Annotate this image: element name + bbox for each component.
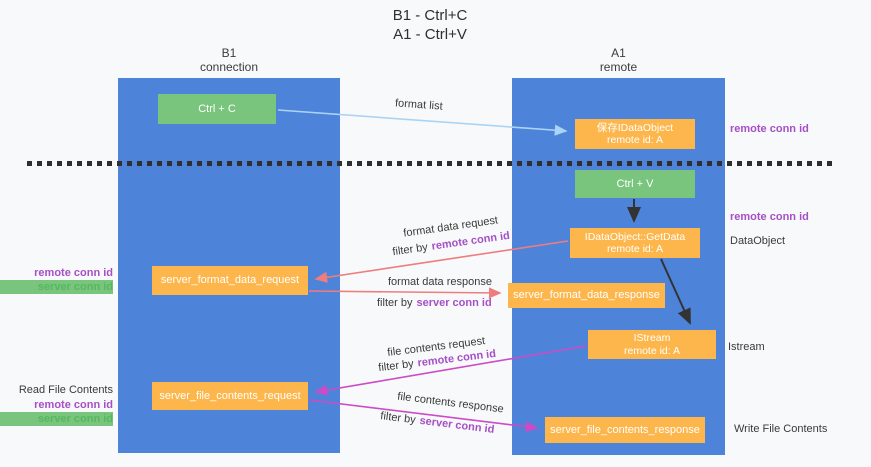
filter-by-text: filter by [391,241,429,259]
box-server-format-data-request: server_format_data_request [152,266,308,295]
box-server-format-data-request-label: server_format_data_request [160,274,300,286]
lane-a1-name: A1 [611,46,626,60]
annotation-left-server-conn-id-2: server conn id [0,412,113,426]
lane-b1-role: connection [199,60,259,74]
server-conn-id-highlight: server conn id [416,297,492,309]
filter-by-text: filter by [377,297,413,309]
title-line-2: A1 - Ctrl+V [393,26,467,43]
filter-by-text: filter by [377,357,415,375]
annotation-left-remote-conn-id-1: remote conn id [34,267,113,279]
label-format-data-response: format data response [388,276,492,288]
box-save-idataobject: 保存IDataObject remote id: A [575,119,695,149]
lane-header-b1: B1 connection [118,46,340,74]
phase-divider-dashed-line [27,161,832,166]
annotation-left-server-conn-id-1: server conn id [0,280,113,294]
label-file-contents-response: file contents response [396,390,505,416]
box-idataobject-getdata: IDataObject::GetData remote id: A [570,228,700,258]
box-istream: IStream remote id: A [588,330,716,359]
box-server-file-contents-request: server_file_contents_request [152,382,308,410]
lane-header-a1: A1 remote [512,46,725,74]
box-save-idataobject-line1: 保存IDataObject [596,121,674,134]
annotation-write-file-contents: Write File Contents [734,423,828,435]
box-server-file-contents-response-label: server_file_contents_response [550,423,700,436]
box-ctrl-c: Ctrl + C [158,94,276,124]
box-ctrl-v: Ctrl + V [575,170,695,198]
diagram-title: B1 - Ctrl+C A1 - Ctrl+V [330,6,530,44]
lane-a1-role: remote [599,60,638,74]
lane-b1-name: B1 [221,46,237,60]
annotation-format-conn-ids: remote conn id server conn id [0,266,113,294]
box-getdata-line2: remote id: A [606,243,664,255]
box-server-format-data-response-label: server_format_data_response [513,289,660,301]
label-format-list: format list [394,97,444,113]
box-save-idataobject-line2: remote id: A [606,134,664,146]
annotation-istream: Istream [728,341,765,353]
annotation-remote-conn-id-mid: remote conn id [730,211,809,223]
box-istream-line1: IStream [633,332,671,344]
box-server-file-contents-request-label: server_file_contents_request [159,389,301,402]
annotation-read-file-contents: Read File Contents [18,384,113,396]
annotation-remote-conn-id-top: remote conn id [730,123,809,135]
box-ctrl-v-label: Ctrl + V [616,177,654,190]
box-istream-line2: remote id: A [623,344,681,357]
filter-by-text: filter by [379,410,417,427]
box-server-file-contents-response: server_file_contents_response [545,417,705,443]
box-server-format-data-response: server_format_data_response [508,283,665,308]
annotation-left-remote-conn-id-2: remote conn id [34,399,113,411]
box-ctrl-c-label: Ctrl + C [198,102,236,115]
server-conn-id-highlight: server conn id [418,414,495,436]
annotation-dataobject: DataObject [730,235,786,247]
box-getdata-line1: IDataObject::GetData [584,230,686,243]
annotation-file-conn-ids: remote conn id server conn id [0,398,113,426]
title-line-1: B1 - Ctrl+C [392,7,468,24]
